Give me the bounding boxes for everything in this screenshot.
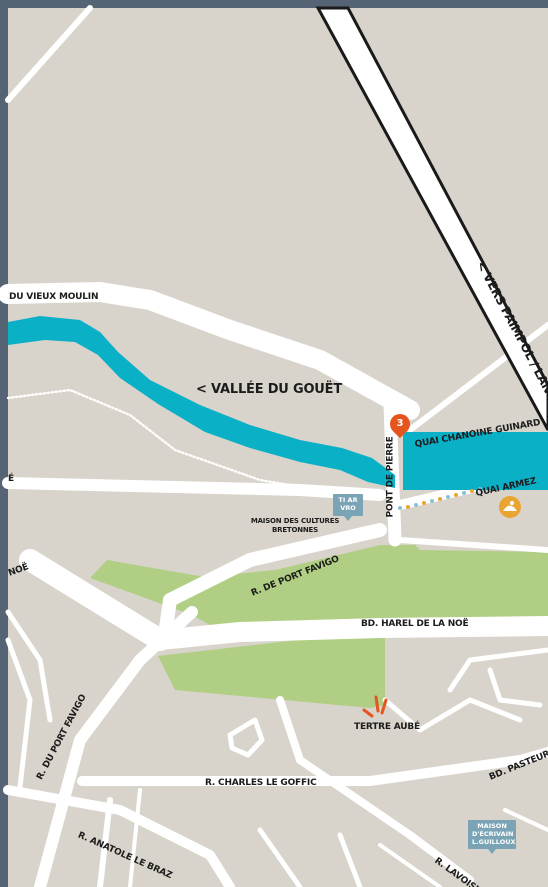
park-port-favigo bbox=[90, 545, 548, 625]
label-maison-cultures-bretonnes: MAISON DES CULTURES BRETONNES bbox=[250, 517, 340, 534]
label-vallee-gouet: < VALLÉE DU GOUËT bbox=[196, 382, 343, 397]
label-bd-harel: BD. HAREL DE LA NOË bbox=[361, 619, 469, 629]
viewpoint-icon bbox=[362, 695, 388, 718]
label-tertre-aube: TERTRE AUBÉ bbox=[354, 722, 420, 732]
pin-maison-ecrivain[interactable]: MAISON D'ÉCRIVAIN L.GUILLOUX bbox=[468, 820, 516, 855]
walking-path bbox=[6, 388, 372, 494]
label-pont-de-pierre: PONT DE PIERRE bbox=[385, 436, 396, 518]
label-e-left: É bbox=[8, 474, 14, 484]
label-rue-charles-le-goffic: R. CHARLES LE GOFFIC bbox=[205, 778, 317, 788]
highway-road bbox=[315, 6, 548, 431]
river-gouet bbox=[8, 316, 395, 488]
place-icon-dot bbox=[510, 501, 514, 505]
map-marker-3[interactable]: 3 bbox=[385, 409, 415, 439]
label-vieux-moulin: DU VIEUX MOULIN bbox=[9, 292, 99, 302]
marker-number: 3 bbox=[396, 418, 404, 429]
park-tertre-aube bbox=[158, 630, 385, 708]
quai-armez-path bbox=[398, 487, 482, 510]
pin-ti-ar-vro[interactable]: TI AR VRO bbox=[333, 494, 363, 521]
river-quay-channel bbox=[403, 432, 548, 490]
place-icon-glyph bbox=[503, 505, 517, 511]
